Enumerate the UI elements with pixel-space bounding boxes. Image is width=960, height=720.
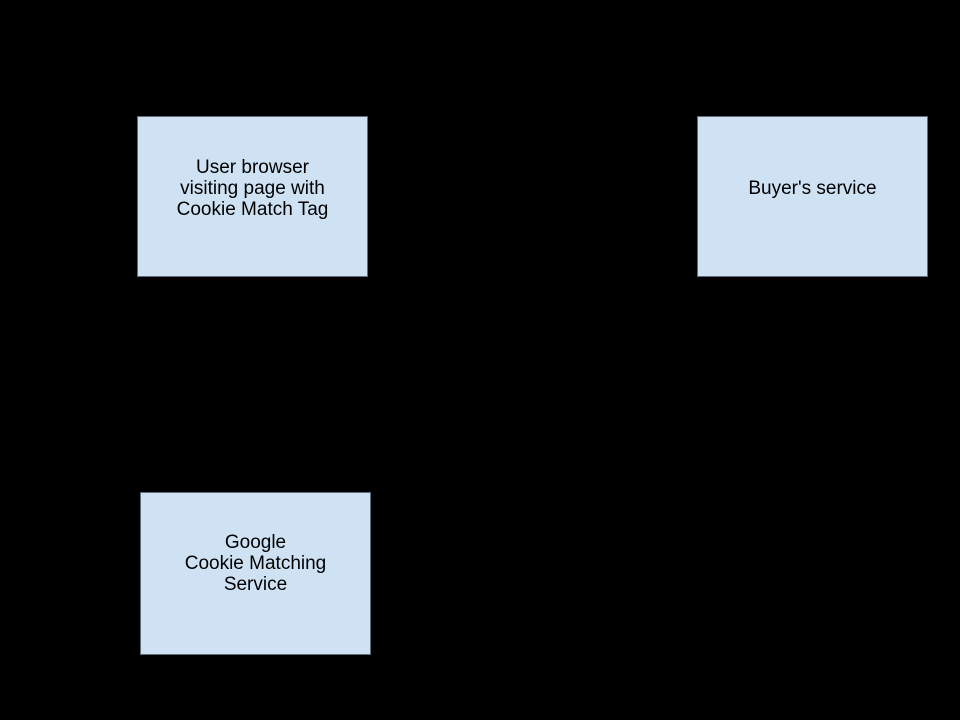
node-google-cms-label-line-3: Service <box>223 574 288 595</box>
node-user-browser-label-line-2: visiting page with <box>180 177 325 199</box>
node-google-cms-label-line-2: Cookie Matching <box>184 553 327 574</box>
node-buyers-service: Buyer's service <box>697 116 928 277</box>
node-google-cookie-matching-service: Google Cookie Matching Service <box>140 492 371 655</box>
node-user-browser-label-line-1: User browser <box>196 156 309 178</box>
node-google-cms-label-line-1: Google <box>224 532 287 553</box>
node-user-browser: User browser visiting page with Cookie M… <box>137 116 368 277</box>
node-user-browser-label-line-3: Cookie Match Tag <box>176 198 329 220</box>
node-buyers-service-label: Buyer's service <box>748 177 877 199</box>
